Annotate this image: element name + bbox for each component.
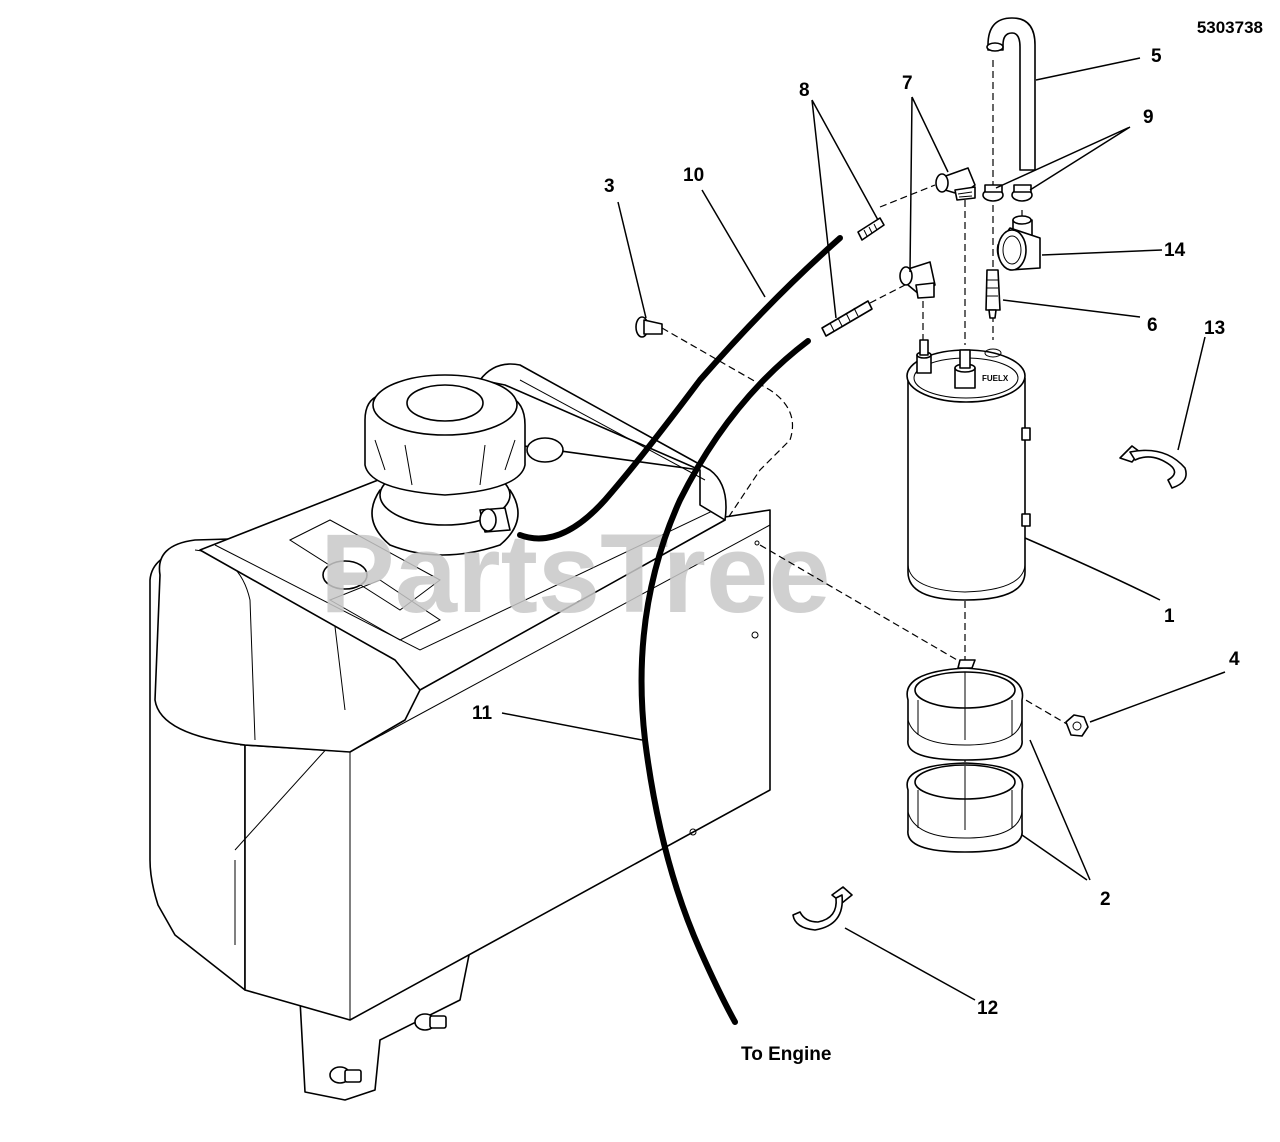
hex-nut — [1065, 714, 1089, 737]
watermark: PartsTree TM — [320, 511, 951, 636]
push-rivet — [635, 316, 663, 338]
fuel-cap — [364, 374, 526, 556]
tank-mount-hole — [751, 631, 759, 639]
cap-top — [406, 384, 484, 422]
canister-strap-lower — [906, 762, 1024, 853]
hose-clamp-right — [1011, 184, 1033, 202]
callout-10: 10 — [683, 165, 704, 186]
callout-5: 5 — [1151, 46, 1162, 67]
callout-4: 4 — [1229, 649, 1240, 670]
charcoal-canister: FUELX — [906, 339, 1031, 601]
callout-12: 12 — [977, 998, 998, 1019]
vent-hose-10 — [517, 235, 843, 542]
callout-9: 9 — [1143, 107, 1154, 128]
part-number: 5303738 — [1197, 18, 1263, 37]
canister-port-right — [984, 348, 1002, 358]
elbow-lower — [899, 261, 936, 299]
bracket-fitting-right — [414, 1013, 447, 1031]
hose-clip-13 — [1119, 445, 1187, 489]
barbed-fitting-upper — [857, 217, 885, 241]
watermark-text: PartsTree — [320, 511, 831, 636]
vent-sleeve — [996, 215, 1041, 271]
canister-strap-upper — [906, 659, 1024, 761]
callout-6: 6 — [1147, 315, 1158, 336]
canister-tab-lower — [1021, 513, 1031, 527]
tank-mount-hole-upper — [754, 540, 760, 546]
canister-tab-upper — [1021, 427, 1031, 441]
hose-clip-12 — [792, 886, 853, 931]
tank-rear-lip — [479, 363, 727, 521]
callout-11: 11 — [472, 703, 493, 724]
bracket-fitting-left — [329, 1066, 362, 1084]
fuel-hose-11 — [638, 338, 811, 1025]
hose-clamp-left — [982, 184, 1004, 202]
callout-3: 3 — [604, 176, 615, 197]
to-engine-label: To Engine — [741, 1044, 831, 1065]
elbow-upper — [935, 167, 976, 201]
callout-1: 1 — [1164, 606, 1175, 627]
vent-tube — [986, 17, 1036, 171]
check-valve — [985, 269, 1001, 319]
callout-14: 14 — [1164, 240, 1186, 261]
canister-port-center — [954, 349, 976, 389]
callout-labels: 1 2 3 4 5 6 7 8 9 10 11 12 13 14 — [472, 46, 1240, 1019]
callout-7: 7 — [902, 73, 913, 94]
barbed-fitting-lower — [821, 300, 873, 337]
canister-logo: FUELX — [982, 374, 1009, 383]
callout-8: 8 — [799, 80, 810, 101]
tank-gauge — [526, 437, 564, 463]
callout-13: 13 — [1204, 318, 1225, 339]
leader-lines — [501, 57, 1226, 1001]
tank-plug — [322, 560, 368, 590]
tank-drain-boss — [689, 828, 697, 836]
callout-2: 2 — [1100, 889, 1111, 910]
canister-port-left — [916, 339, 932, 374]
fuel-tank — [149, 363, 771, 1101]
